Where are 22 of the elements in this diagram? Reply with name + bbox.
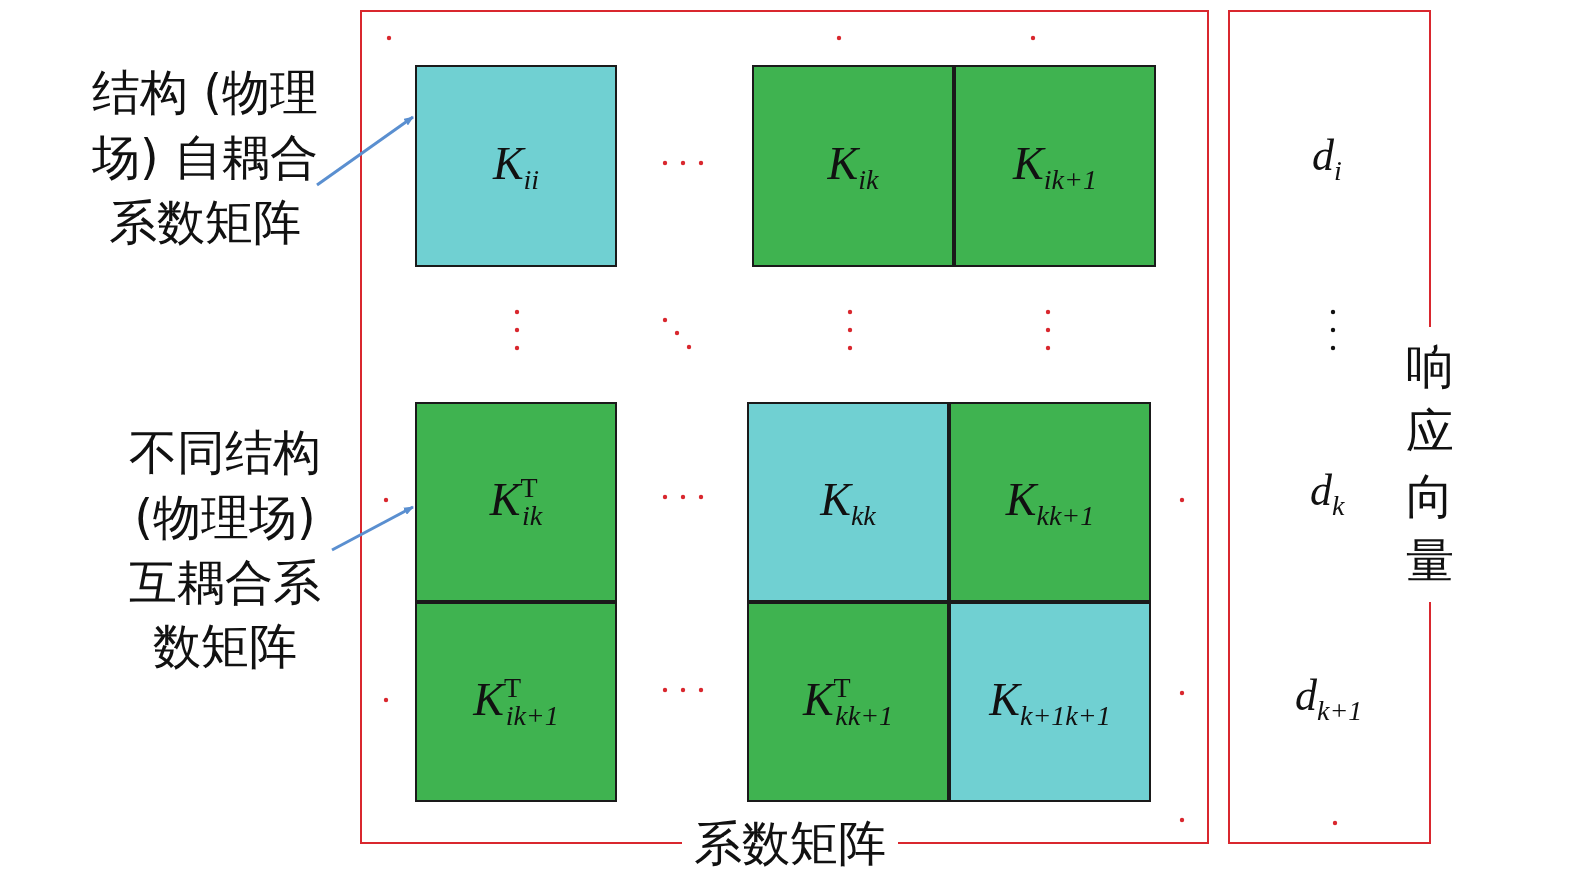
block-symbol: K$_{ii}$ — [492, 136, 540, 196]
vector-entry: d$_{k+1}$ — [1295, 670, 1363, 727]
matrix-block — [949, 602, 1151, 802]
matrix-block — [747, 602, 949, 802]
matrix-block — [954, 65, 1156, 267]
matrix-block — [415, 402, 617, 602]
annotation-text: 结构 (物理场) 自耦合系数矩阵 — [85, 60, 325, 320]
matrix-block — [415, 602, 617, 802]
vector-entry: d$_{i}$ — [1312, 130, 1342, 187]
arrow — [331, 505, 414, 552]
block-symbol: K$_{k+1k+1}$ — [989, 672, 1111, 732]
vector-entry: d$_{k}$ — [1310, 465, 1345, 522]
arrow — [316, 115, 414, 187]
matrix-block — [949, 402, 1151, 602]
matrix-block — [747, 402, 949, 602]
matrix-block — [415, 65, 617, 267]
matrix-block — [752, 65, 954, 267]
block-symbol: K$_{ik+1}$ — [1013, 136, 1097, 196]
annotation-text: 不同结构 (物理场) 互耦合系数矩阵 — [110, 420, 340, 680]
block-symbol: K$_{ik}$ — [827, 136, 879, 196]
block-symbol: K$_{kk}$ — [820, 472, 876, 532]
block-symbol: K$_{kk+1}$ — [1005, 472, 1095, 532]
